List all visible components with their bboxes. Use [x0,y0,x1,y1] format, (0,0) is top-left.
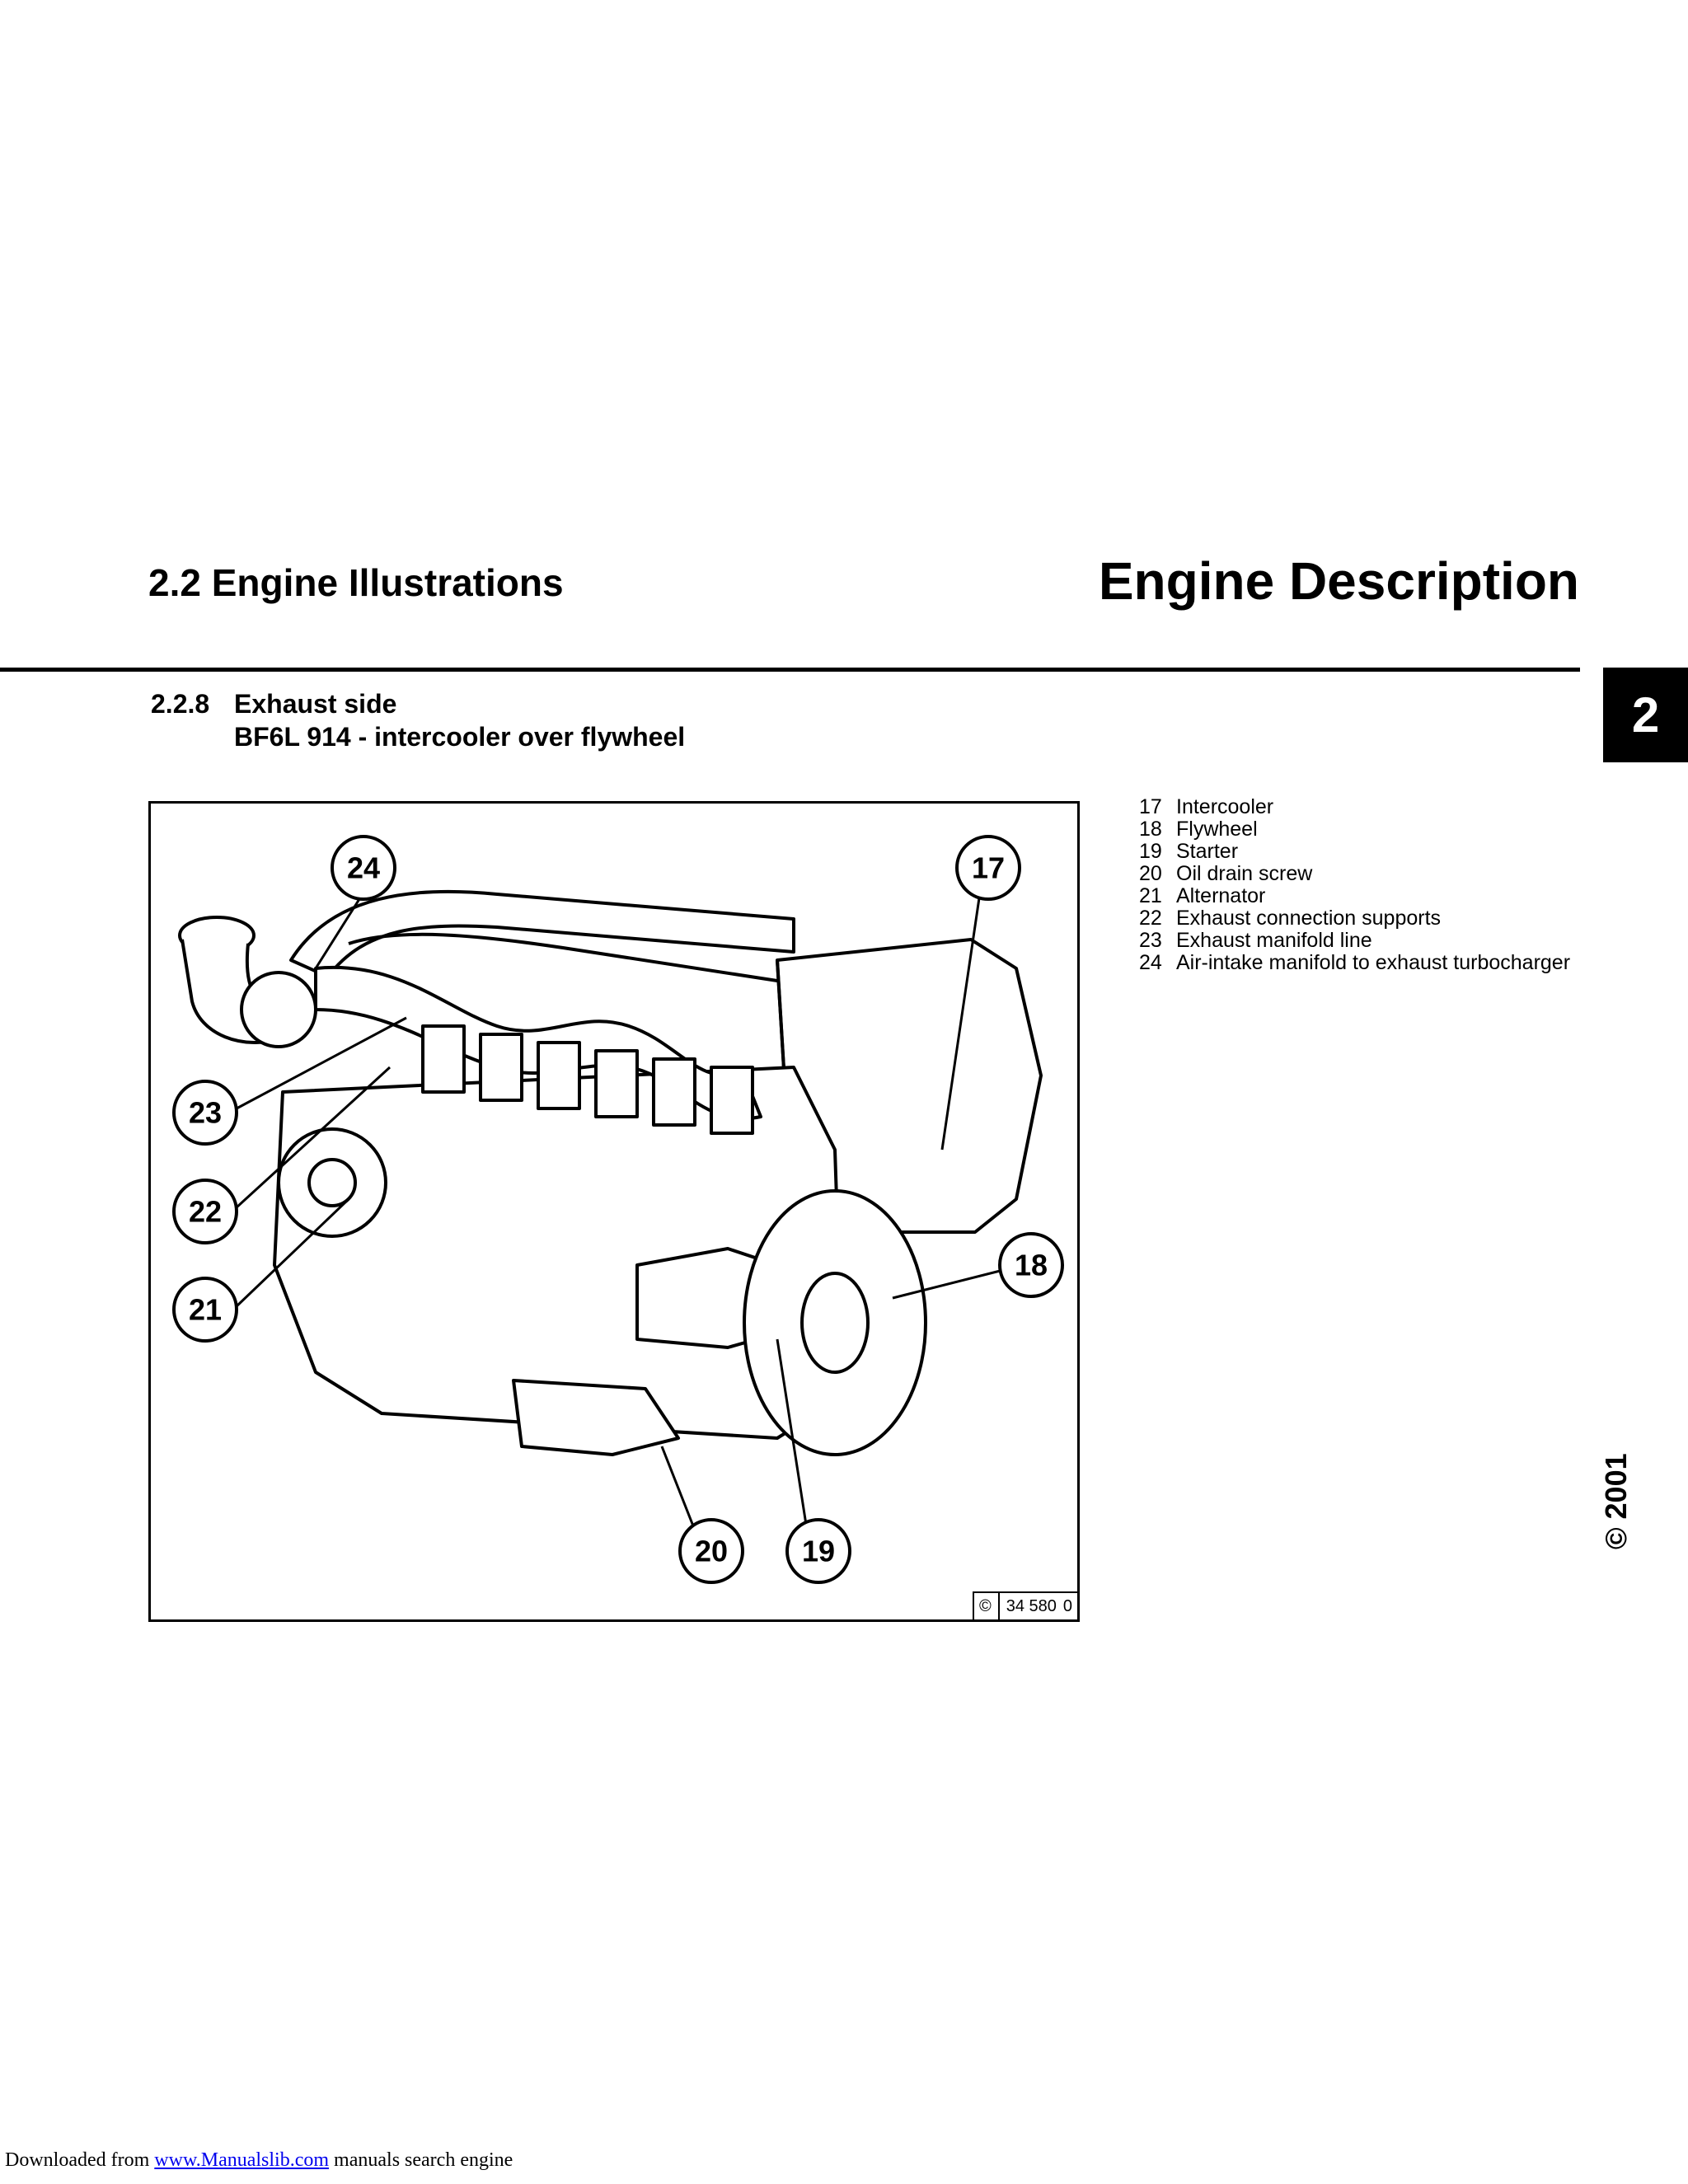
callout-20: 20 [695,1535,728,1568]
callout-17: 17 [972,851,1005,885]
figure-reference-symbol: © [978,1596,992,1615]
oil-pan-shape [512,1379,680,1456]
engine-figure: 24 17 23 22 21 18 20 19 © 34 580 0 [148,801,1080,1622]
footer-prefix: Downloaded from [5,2149,155,2171]
callout-22: 22 [189,1195,222,1229]
header-rule [0,668,1580,672]
subsection-number: 2.2.8 [151,689,210,719]
figure-reference-suffix: 0 [1062,1596,1072,1615]
figure-reference-number: 34 580 [1006,1596,1057,1615]
figure-reference-divider [997,1593,1000,1619]
footer: Downloaded from www.Manualslib.com manua… [5,2149,513,2172]
callout-18: 18 [1015,1249,1048,1282]
section-title: 2.2 Engine Illustrations [148,561,564,604]
callout-23: 23 [189,1096,222,1130]
callout-19: 19 [802,1535,835,1568]
footer-suffix: manuals search engine [329,2149,513,2171]
intake-pipe-shape [289,889,795,978]
manualslib-link[interactable]: www.Manualslib.com [154,2149,330,2171]
figure-reference: © 34 580 0 [972,1591,1077,1619]
engine-illustration: 24 17 23 22 21 18 20 19 [172,835,1064,1584]
subsection-title: Exhaust side [234,689,397,719]
callout-21: 21 [189,1293,222,1327]
callout-24: 24 [347,851,380,885]
turbocharger-shape [240,971,317,1048]
chapter-tab: 2 [1603,668,1688,762]
chapter-title: Engine Description [1098,551,1579,611]
copyright-notice: © 2001 [1599,1453,1633,1549]
subsection-subtitle: BF6L 914 - intercooler over flywheel [234,722,686,752]
